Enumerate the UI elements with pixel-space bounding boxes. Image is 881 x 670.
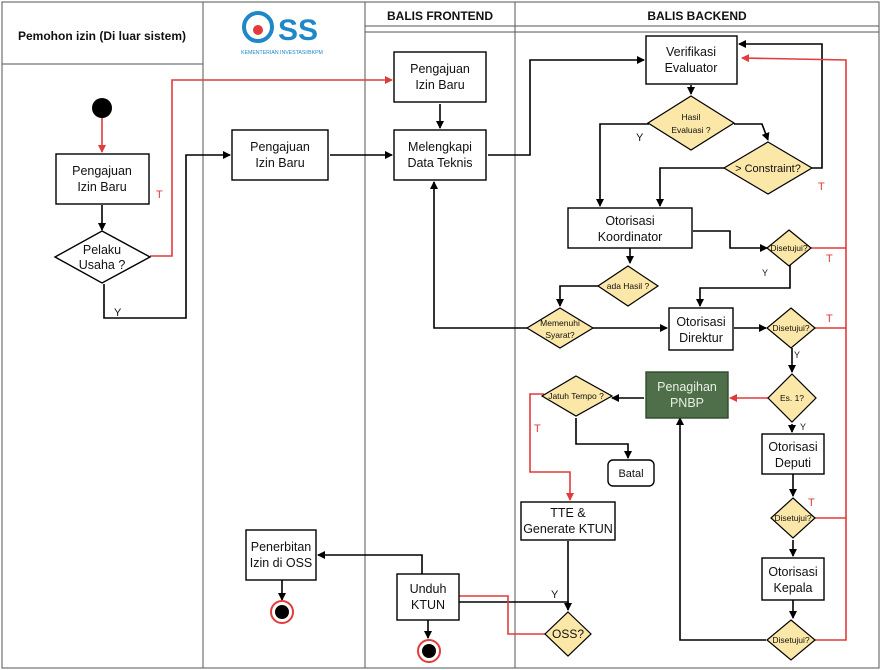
lane-header-pemohon: Pemohon izin (Di luar sistem) <box>18 29 186 43</box>
oss-logo-subtitle: KEMENTERIAN INVESTASI/BKPM <box>241 50 323 56</box>
oss-decision-label: OSS? <box>552 627 584 641</box>
direktur-line1: Otorisasi <box>676 315 725 329</box>
disetujui-4-label: Disetujui? <box>772 635 810 645</box>
edge-label-y-oss: Y <box>551 589 559 601</box>
penerbitan-line1: Penerbitan <box>251 540 312 554</box>
edge-label-t-disetujui3: T <box>808 497 815 509</box>
pengajuan-oss-line2: Izin Baru <box>255 156 304 170</box>
verifikasi-line1: Verifikasi <box>666 45 716 59</box>
pengajuan-oss-box: Pengajuan Izin Baru <box>231 129 329 181</box>
deputi-line1: Otorisasi <box>768 440 817 454</box>
tte-line2: Generate KTUN <box>523 522 613 536</box>
jatuh-tempo-decision: Jatuh Tempo ? <box>540 375 614 417</box>
penerbitan-oss-box: Penerbitan Izin di OSS <box>245 529 317 581</box>
disetujui-4-decision: Disetujui? <box>766 619 816 661</box>
tte-box: TTE & Generate KTUN <box>520 501 616 541</box>
penagihan-pnbp-box: Penagihan PNBP <box>645 371 729 419</box>
unduh-box: Unduh KTUN <box>396 573 460 621</box>
deputi-line2: Deputi <box>775 456 811 470</box>
pengajuan-frontend-line1: Pengajuan <box>410 62 470 76</box>
ada-hasil-decision: ada Hasil ? <box>596 265 660 307</box>
penagihan-line2: PNBP <box>670 396 704 410</box>
unduh-line1: Unduh <box>410 582 447 596</box>
hasil-evaluasi-decision: Hasil Evaluasi ? <box>646 95 736 151</box>
tte-line1: TTE & <box>550 506 586 520</box>
edge-label-t-constraint: T <box>818 181 825 193</box>
constraint-label: > Constraint? <box>735 163 801 175</box>
lane-header-backend: BALIS BACKEND <box>647 9 747 23</box>
edge-label-y-es1: Y <box>800 422 806 432</box>
batal-box: Batal <box>607 459 655 487</box>
otorisasi-direktur-box: Otorisasi Direktur <box>668 307 734 351</box>
disetujui-2-decision: Disetujui? <box>766 307 816 349</box>
memenuhi-line1: Memenuhi <box>540 318 580 328</box>
otorisasi-kepala-box: Otorisasi Kepala <box>761 557 825 601</box>
pengajuan-pemohon-line2: Izin Baru <box>77 180 126 194</box>
disetujui-2-label: Disetujui? <box>772 323 810 333</box>
kepala-line1: Otorisasi <box>768 565 817 579</box>
edge-label-y-hasil: Y <box>636 132 644 144</box>
start-node <box>92 98 112 118</box>
es1-label: Es. 1? <box>780 393 804 403</box>
melengkapi-line1: Melengkapi <box>408 140 472 154</box>
disetujui-1-label: Disetujui? <box>770 243 808 253</box>
pengajuan-pemohon-line1: Pengajuan <box>72 164 132 178</box>
end-node-oss <box>270 600 294 624</box>
es1-decision: Es. 1? <box>767 373 817 423</box>
melengkapi-line2: Data Teknis <box>407 156 472 170</box>
melengkapi-box: Melengkapi Data Teknis <box>393 129 487 181</box>
oss-decision: OSS? <box>544 611 592 657</box>
penerbitan-line2: Izin di OSS <box>250 556 313 570</box>
constraint-decision: > Constraint? <box>722 141 814 195</box>
pelaku-usaha-decision: Pelaku Usaha ? <box>53 230 152 284</box>
edges <box>98 40 847 641</box>
memenuhi-line2: Syarat? <box>545 330 575 340</box>
kepala-line2: Kepala <box>774 581 813 595</box>
verifikasi-box: Verifikasi Evaluator <box>645 35 738 85</box>
oss-logo: SS KEMENTERIAN INVESTASI/BKPM <box>241 11 323 56</box>
end-node-unduh <box>417 639 441 663</box>
direktur-line2: Direktur <box>679 331 723 345</box>
pengajuan-frontend-line2: Izin Baru <box>415 78 464 92</box>
hasil-line1: Hasil <box>682 112 701 122</box>
memenuhi-decision: Memenuhi Syarat? <box>525 307 595 349</box>
verifikasi-line2: Evaluator <box>665 61 718 75</box>
oss-logo-word: SS <box>278 14 318 47</box>
otorisasi-deputi-box: Otorisasi Deputi <box>761 433 825 475</box>
hasil-line2: Evaluasi ? <box>671 125 710 135</box>
edge-label-y-disetujui2: Y <box>794 350 800 360</box>
lane-header-frontend: BALIS FRONTEND <box>387 9 493 23</box>
batal-label: Batal <box>618 468 643 480</box>
edge-label-t-disetujui1: T <box>826 253 833 265</box>
edge-label-y-pelaku: Y <box>114 307 122 319</box>
edge-label-t-pelaku: T <box>156 189 163 201</box>
jatuh-tempo-label: Jatuh Tempo ? <box>548 391 604 401</box>
disetujui-1-decision: Disetujui? <box>766 229 812 267</box>
pelaku-line2: Usaha ? <box>79 258 126 272</box>
edge-label-t-disetujui2: T <box>826 313 833 325</box>
unduh-line2: KTUN <box>411 598 445 612</box>
koordinator-line1: Otorisasi <box>605 214 654 228</box>
edge-label-t-jatuh-tempo: T <box>534 423 541 435</box>
koordinator-line2: Koordinator <box>598 230 663 244</box>
disetujui-3-decision: Disetujui? <box>770 497 816 539</box>
pengajuan-frontend-box: Pengajuan Izin Baru <box>393 51 487 103</box>
otorisasi-koordinator-box: Otorisasi Koordinator <box>567 207 693 249</box>
disetujui-3-label: Disetujui? <box>774 513 812 523</box>
edge-label-y-disetujui1: Y <box>762 268 768 278</box>
pengajuan-pemohon-box: Pengajuan Izin Baru <box>55 153 150 205</box>
pelaku-line1: Pelaku <box>83 243 121 257</box>
ada-hasil-label: ada Hasil ? <box>607 281 650 291</box>
pengajuan-oss-line1: Pengajuan <box>250 140 310 154</box>
penagihan-line1: Penagihan <box>657 380 717 394</box>
